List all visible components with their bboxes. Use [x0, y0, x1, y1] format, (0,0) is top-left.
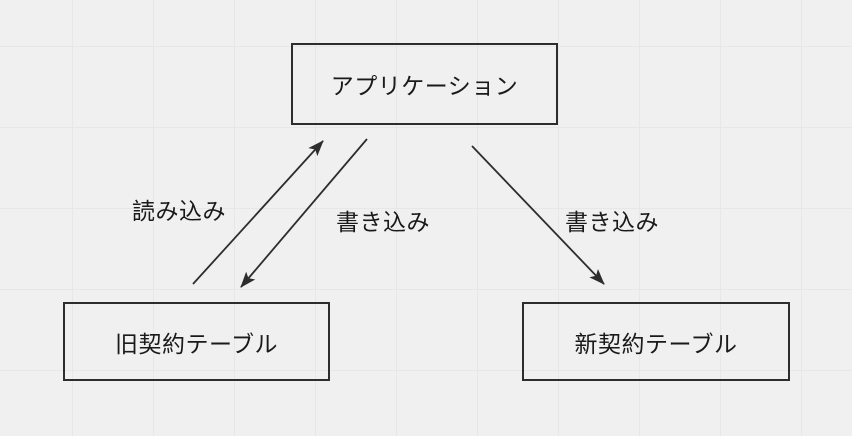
write-old-edge-label: 書き込み [336, 209, 430, 235]
write-new-arrow [471, 145, 605, 285]
node-old-contract-table: 旧契約テーブル [63, 302, 330, 381]
node-new-contract-table: 新契約テーブル [522, 302, 790, 381]
read-edge-label: 読み込み [132, 198, 226, 224]
node-old-contract-table-label: 旧契約テーブル [114, 330, 279, 357]
node-application: アプリケーション [291, 43, 558, 125]
write-new-edge-label: 書き込み [565, 209, 659, 235]
node-new-contract-table-label: 新契約テーブル [574, 330, 738, 357]
read-arrow [192, 140, 324, 285]
write-old-arrow [240, 138, 368, 288]
node-application-label: アプリケーション [330, 73, 519, 99]
